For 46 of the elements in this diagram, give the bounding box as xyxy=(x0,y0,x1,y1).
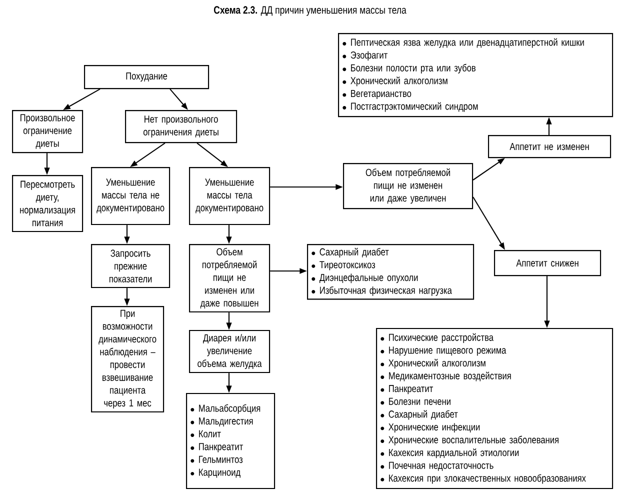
list-item: Эзофагит xyxy=(350,51,388,61)
list-item: Хронические воспалительные заболевания xyxy=(388,436,558,446)
list-item: Сахарный диабет xyxy=(388,410,458,420)
list-item: Мальдигестия xyxy=(199,418,253,427)
list-item: Хронические инфекции xyxy=(388,423,480,433)
process-box: Уменьшение массы тела документировано xyxy=(189,167,270,226)
list-item: Вегетарианство xyxy=(351,90,412,100)
list-item: Сахарный диабет xyxy=(320,248,389,258)
list-box xyxy=(186,393,276,490)
list-item: Диэнцефальные опухоли xyxy=(319,274,418,284)
list-item: Почечная недостаточность xyxy=(389,462,494,471)
list-item: Хронический алкоголизм xyxy=(350,76,448,86)
list-box xyxy=(338,33,614,118)
list-item: Избыточная физическая нагрузка xyxy=(320,286,452,296)
process-box: Диарея и/или увеличение объема желудка xyxy=(189,330,270,374)
list-item: Кахексия кардиальной этиологии xyxy=(389,448,519,458)
list-item: Мальабсорбция xyxy=(199,404,260,414)
process-box: Объем потребляемой пищи не изменен или даже увеличен xyxy=(343,163,474,210)
list-item: Пептическая язва желудка или двенадцатиперстной кишки xyxy=(351,38,584,48)
list-item: Кахексия при злокачественных новообразованиях xyxy=(389,474,586,484)
list-box xyxy=(307,244,474,300)
process-box: Произвольное ограничение диеты xyxy=(12,110,84,154)
process-box: Запросить прежние показатели xyxy=(91,244,170,288)
list-item: Колит xyxy=(199,430,221,438)
list-item: Карциноид xyxy=(199,468,240,478)
process-box: Аппетит снижен xyxy=(494,250,602,276)
list-item: Постгастрэктомический синдром xyxy=(351,102,478,112)
list-item: Тиреотоксикоз xyxy=(320,261,376,270)
list-item: Хронический алкоголизм xyxy=(388,358,486,369)
list-item: Медикаментозные воздействия xyxy=(389,372,511,382)
title: Схема 2.3. ДД причин уменьшения массы тела xyxy=(214,6,406,16)
process-box: Объем потребляемой пищи не изменен или даже повышен xyxy=(189,244,270,312)
list-item: Болезни полости рта или зубов xyxy=(351,64,476,74)
process-box: Нет произвольного ограничения диеты xyxy=(125,110,238,144)
list-item: Панкреатит xyxy=(389,385,433,394)
list-item: Гельминтоз xyxy=(199,456,243,463)
list-box xyxy=(376,328,614,490)
process-box: При возможности динамического наблюдения – провести взвешивание пациента через 1 мес xyxy=(91,306,164,412)
process-box: Уменьшение массы тела не документировано xyxy=(91,167,170,226)
process-box: Похудание xyxy=(84,65,210,90)
process-box: Пересмотреть диету, нормализация питания xyxy=(12,175,84,232)
list-item: Нарушение пищевого режима xyxy=(389,346,506,356)
list-item: Панкреатит xyxy=(199,443,243,452)
list-item: Болезни печени xyxy=(389,398,450,405)
process-box: Аппетит не изменен xyxy=(488,135,612,158)
list-item: Психические расстройства xyxy=(389,333,494,343)
